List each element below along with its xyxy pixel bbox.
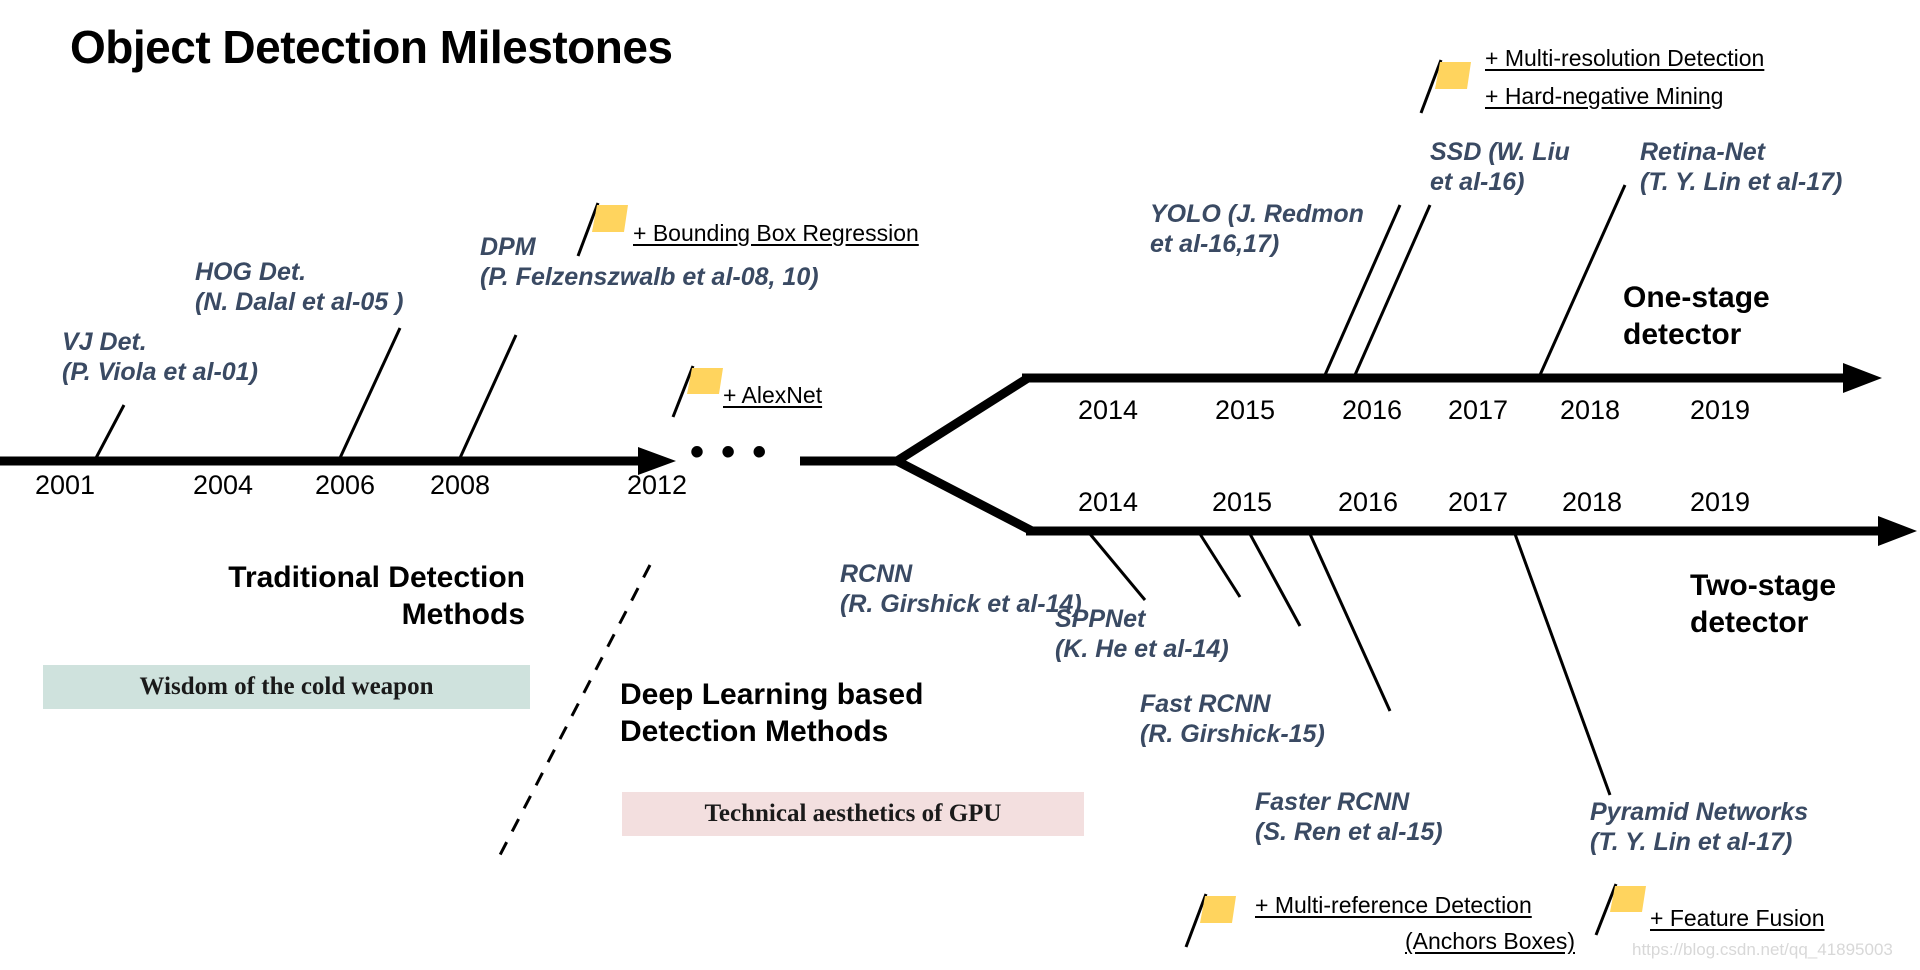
- watermark: https://blog.csdn.net/qq_41895003: [1632, 940, 1893, 959]
- method-label-rcnn: RCNN (R. Girshick et al-14): [840, 560, 1082, 618]
- technique-hard-negative-mining: + Hard-negative Mining: [1485, 83, 1724, 109]
- callout-chip-gpu: Technical aesthetics of GPU: [622, 792, 1084, 836]
- method-label-faster-rcnn: Faster RCNN (S. Ren et al-15): [1255, 788, 1443, 846]
- method-label-yolo: YOLO (J. Redmon et al-16,17): [1150, 200, 1364, 258]
- one-stage-year-2015: 2015: [1215, 395, 1276, 425]
- two-stage-year-2016: 2016: [1338, 487, 1399, 517]
- flag-feature-fusion: [1594, 883, 1646, 936]
- technique-alexnet: + AlexNet: [723, 382, 823, 408]
- year-label-2012: 2012: [627, 470, 688, 500]
- leader-lines-one-stage: [1323, 184, 1627, 376]
- one-stage-year-2019: 2019: [1690, 395, 1751, 425]
- two-stage-timeline-axis: [1026, 516, 1917, 546]
- traditional-timeline-axis: [0, 447, 676, 475]
- era-divider-dashed: [498, 564, 652, 856]
- section-heading-one-stage: One-stage detector: [1623, 281, 1770, 351]
- method-label-sppnet: SPPNet (K. He et al-14): [1055, 605, 1229, 663]
- method-label-dpm: DPM (P. Felzenszwalb et al-08, 10): [480, 233, 819, 291]
- page-title: Object Detection Milestones: [70, 21, 673, 73]
- leader-lines-two-stage: [1088, 533, 1612, 796]
- two-stage-year-2018: 2018: [1562, 487, 1623, 517]
- branch-fork: [800, 374, 1035, 535]
- method-label-retina-net: Retina-Net (T. Y. Lin et al-17): [1640, 138, 1843, 196]
- year-label-2004: 2004: [193, 470, 254, 500]
- section-heading-traditional: Traditional Detection Methods: [228, 561, 525, 631]
- year-label-2006: 2006: [315, 470, 376, 500]
- ellipsis-marker: • • •: [690, 430, 770, 474]
- technique-multi-reference-detection: + Multi-reference Detection: [1255, 892, 1532, 918]
- flag-multi-reference: [1184, 893, 1236, 948]
- method-label-ssd: SSD (W. Liu et al-16): [1430, 138, 1570, 196]
- two-stage-year-2014: 2014: [1078, 487, 1139, 517]
- leader-lines-traditional: [94, 327, 518, 459]
- year-label-2001: 2001: [35, 470, 96, 500]
- method-label-pyramid-networks: Pyramid Networks (T. Y. Lin et al-17): [1590, 798, 1809, 856]
- flag-alexnet: [671, 365, 723, 418]
- technique-multi-resolution-detection: + Multi-resolution Detection: [1485, 45, 1765, 71]
- one-stage-timeline-axis: [1022, 363, 1882, 393]
- technique-feature-fusion: + Feature Fusion: [1650, 905, 1825, 931]
- method-label-hog-det: HOG Det. (N. Dalal et al-05 ): [195, 258, 404, 316]
- method-label-vj-det: VJ Det. (P. Viola et al-01): [62, 328, 258, 386]
- two-stage-year-2019: 2019: [1690, 487, 1751, 517]
- technique-anchors-boxes: (Anchors Boxes): [1404, 928, 1575, 954]
- one-stage-year-2014: 2014: [1078, 395, 1139, 425]
- flag-multi-resolution: [1419, 59, 1471, 114]
- one-stage-year-2016: 2016: [1342, 395, 1403, 425]
- section-heading-two-stage: Two-stage detector: [1690, 569, 1837, 639]
- callout-chip-cold-weapon: Wisdom of the cold weapon: [43, 665, 530, 709]
- two-stage-year-2017: 2017: [1448, 487, 1509, 517]
- flag-bounding-box-regression: [576, 202, 628, 257]
- method-label-fast-rcnn: Fast RCNN (R. Girshick-15): [1140, 690, 1325, 748]
- year-label-2008: 2008: [430, 470, 491, 500]
- two-stage-year-2015: 2015: [1212, 487, 1273, 517]
- one-stage-year-2018: 2018: [1560, 395, 1621, 425]
- one-stage-year-2017: 2017: [1448, 395, 1509, 425]
- section-heading-deep-learning: Deep Learning based Detection Methods: [620, 678, 924, 748]
- technique-bounding-box-regression: + Bounding Box Regression: [633, 220, 919, 246]
